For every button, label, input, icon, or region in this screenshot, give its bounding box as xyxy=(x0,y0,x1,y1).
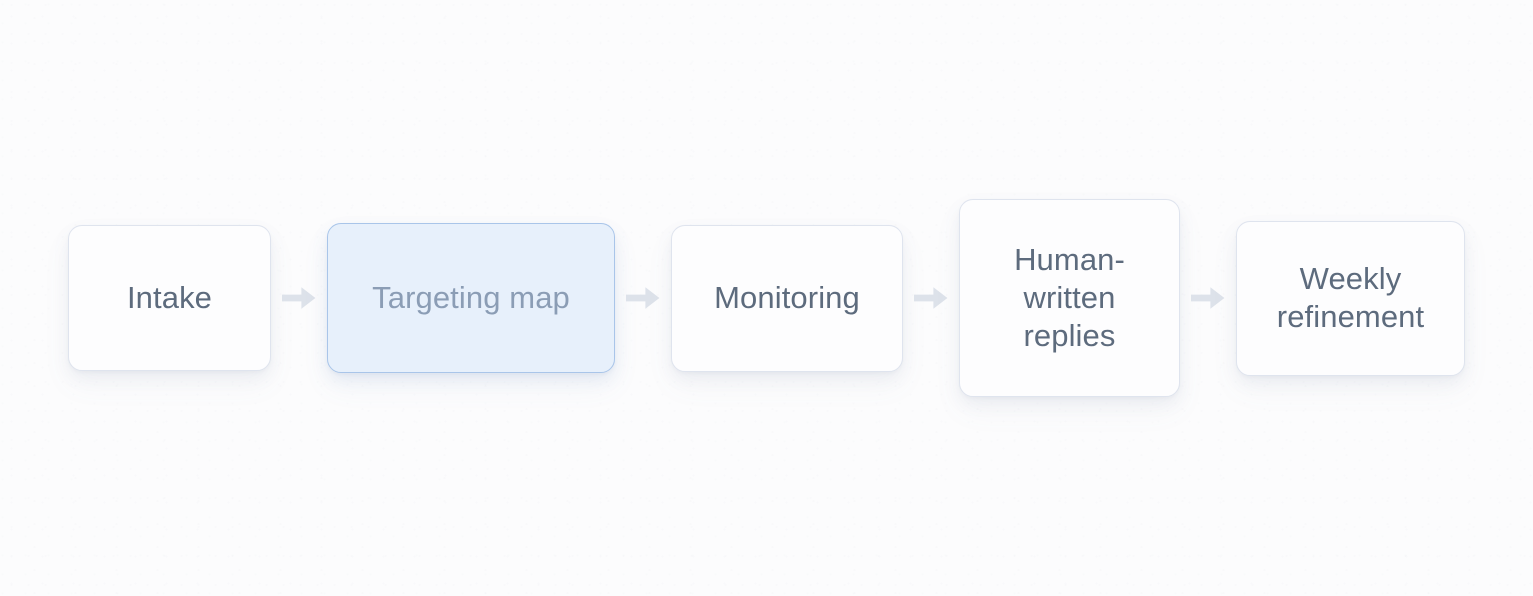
flow-node-label: Monitoring xyxy=(714,280,860,316)
flow-node-label: Targeting map xyxy=(372,280,570,316)
flow-arrow-2 xyxy=(615,285,671,311)
flow-node-intake[interactable]: Intake xyxy=(68,225,271,371)
flow-node-label: Human- written replies xyxy=(1014,242,1125,353)
arrow-right-icon xyxy=(626,285,660,311)
flow-node-weekly-refinement[interactable]: Weekly refinement xyxy=(1236,220,1465,376)
flow-arrow-4 xyxy=(1180,285,1236,311)
flow-node-label: Weekly refinement xyxy=(1276,261,1425,334)
arrow-right-icon xyxy=(1191,285,1225,311)
flow-node-label: Intake xyxy=(126,280,213,316)
flow-node-human-written-replies[interactable]: Human- written replies xyxy=(959,199,1180,397)
flow-arrow-1 xyxy=(271,285,327,311)
flow-node-monitoring[interactable]: Monitoring xyxy=(671,224,903,372)
flow-arrow-3 xyxy=(903,285,959,311)
arrow-right-icon xyxy=(914,285,948,311)
arrow-right-icon xyxy=(282,285,316,311)
flow-node-targeting-map[interactable]: Targeting map xyxy=(327,223,615,373)
